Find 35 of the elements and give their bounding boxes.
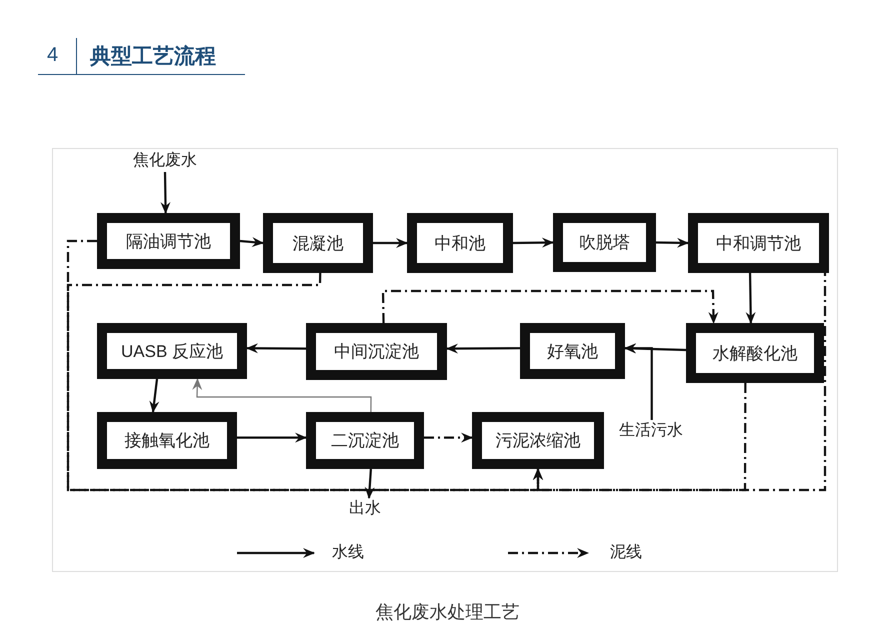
process-box: 混凝池 bbox=[263, 213, 373, 273]
section-number: 4 bbox=[47, 44, 58, 67]
process-box: UASB 反应池 bbox=[97, 323, 247, 379]
arrow bbox=[656, 238, 689, 248]
sludge-arrow bbox=[382, 290, 718, 324]
legend-label: 水线 bbox=[332, 542, 364, 563]
flow-label: 出水 bbox=[349, 498, 381, 519]
process-box: 好氧池 bbox=[520, 323, 625, 379]
arrow bbox=[246, 343, 306, 354]
process-box: 接触氧化池 bbox=[97, 412, 237, 469]
arrow bbox=[746, 272, 756, 324]
arrow bbox=[446, 344, 520, 354]
arrow bbox=[364, 468, 375, 499]
sludge-arrow bbox=[424, 432, 473, 443]
arrow bbox=[192, 378, 372, 412]
arrow bbox=[237, 432, 307, 443]
legend-label: 泥线 bbox=[610, 542, 642, 563]
arrow bbox=[624, 343, 653, 420]
process-box: 吹脱塔 bbox=[553, 213, 656, 272]
process-box: 隔油调节池 bbox=[97, 213, 240, 269]
flow-label: 焦化废水 bbox=[133, 150, 197, 171]
arrow bbox=[160, 172, 170, 214]
arrow bbox=[149, 378, 160, 413]
arrow bbox=[373, 238, 408, 248]
section-title: 典型工艺流程 bbox=[90, 44, 216, 70]
arrow bbox=[240, 237, 264, 248]
process-box: 中和池 bbox=[407, 213, 513, 273]
arrow bbox=[512, 238, 554, 248]
process-box: 中间沉淀池 bbox=[306, 323, 447, 380]
caption: 焦化废水处理工艺 bbox=[374, 601, 520, 624]
process-box: 中和调节池 bbox=[688, 213, 829, 273]
flow-label: 生活污水 bbox=[619, 420, 683, 441]
process-box: 水解酸化池 bbox=[686, 323, 824, 383]
process-box: 污泥浓缩池 bbox=[472, 412, 604, 469]
process-box: 二沉淀池 bbox=[306, 412, 424, 469]
